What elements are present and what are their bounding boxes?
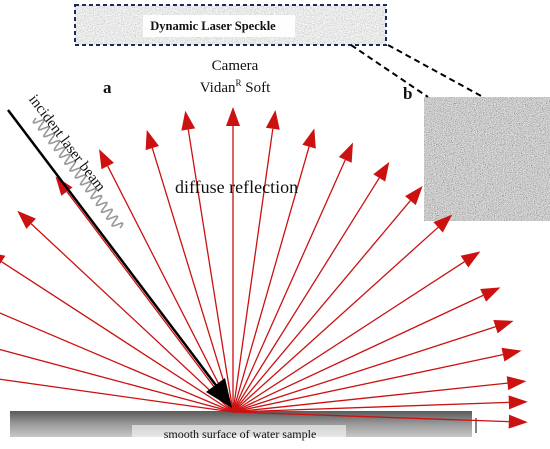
reflection-ray — [232, 128, 274, 413]
reflection-ray — [66, 191, 234, 413]
reflection-ray — [232, 159, 346, 413]
surface-label: smooth surface of water sample — [163, 427, 317, 441]
incident-beam — [7, 109, 232, 408]
reflection-arrowhead — [265, 109, 280, 130]
surface-label-box — [132, 425, 346, 440]
reflection-ray — [232, 411, 509, 423]
reflection-arrowhead — [433, 214, 453, 233]
reflection-arrowhead — [501, 347, 522, 362]
reflection-ray — [232, 177, 380, 413]
reflection-arrowhead — [506, 376, 527, 391]
panel-label-a: a — [103, 78, 112, 97]
reflection-arrowhead — [145, 129, 159, 151]
reflection-ray — [1, 261, 234, 413]
reflection-arrows — [0, 107, 528, 429]
reflection-ray — [232, 294, 484, 413]
speckle-zoom-inset — [424, 97, 550, 221]
reflection-ray — [232, 261, 465, 413]
panel-label-b: b — [403, 84, 413, 103]
reflection-arrowhead — [302, 128, 316, 149]
reflection-arrowhead — [508, 395, 528, 410]
sine-wave-icon — [32, 117, 124, 229]
reflection-arrowhead — [373, 161, 390, 182]
reflection-arrowhead — [17, 210, 36, 229]
reflection-ray — [232, 326, 496, 413]
camera-model-suffix: Soft — [241, 80, 271, 96]
reflection-ray — [0, 312, 234, 413]
reflection-ray — [0, 348, 234, 413]
camera-model-label: VidanR Soft — [185, 78, 285, 97]
reflection-arrowhead — [460, 251, 481, 268]
reflection-arrowhead — [338, 142, 353, 163]
camera-model-superscript: R — [235, 78, 242, 88]
reflection-ray — [232, 226, 439, 413]
reflection-arrowhead — [508, 414, 528, 429]
reflection-ray — [30, 223, 234, 413]
speckle-strip — [74, 4, 387, 46]
reflection-arrowhead — [0, 254, 6, 265]
speckle-title: Dynamic Laser Speckle — [150, 19, 276, 33]
camera-label: Camera — [211, 58, 259, 74]
reflection-arrowhead — [226, 107, 240, 126]
reflection-ray — [0, 378, 234, 413]
reflection-ray — [232, 353, 504, 413]
zoom-lines — [350, 44, 484, 98]
water-surface — [10, 411, 477, 440]
reflection-arrowhead — [181, 110, 196, 131]
reflection-arrowhead — [493, 320, 514, 334]
reflection-ray — [151, 147, 234, 413]
reflection-ray — [232, 146, 310, 413]
reflection-ray — [232, 401, 509, 413]
reflection-ray — [187, 129, 234, 413]
reflection-arrowhead — [99, 149, 114, 170]
speckle-label-box — [143, 15, 295, 37]
reflection-arrowhead — [480, 287, 501, 302]
reflection-ray — [232, 382, 508, 413]
camera-model-name: Vidan — [199, 80, 236, 96]
reflection-ray — [107, 165, 234, 413]
reflection-arrowhead — [405, 186, 423, 206]
diffuse-reflection-label: diffuse reflection — [175, 177, 299, 197]
reflection-ray — [232, 200, 411, 413]
